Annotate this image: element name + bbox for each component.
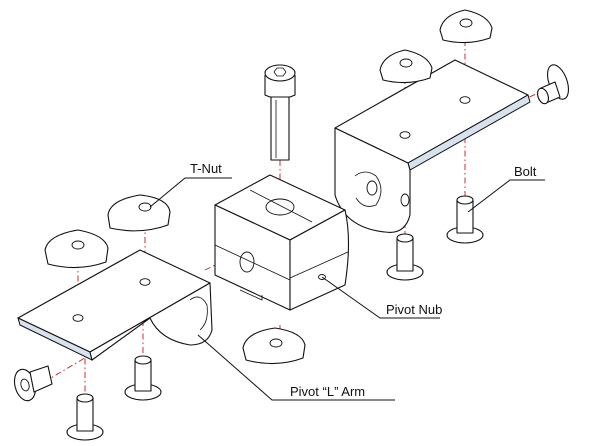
leader-lines: [149, 177, 545, 401]
bolt-left-horizontal: [13, 365, 53, 402]
t-nut-left-2: [44, 229, 109, 269]
label-pivot-nub: Pivot Nub: [386, 302, 442, 317]
t-nut-bottom: [242, 327, 306, 365]
t-nut-top-right-2: [439, 9, 493, 44]
cap-screw: [264, 64, 296, 161]
label-pivot-l-arm: Pivot “L” Arm: [290, 384, 365, 399]
label-bolt: Bolt: [514, 164, 537, 179]
bolt-bottom-left: [66, 393, 104, 441]
t-nut-top-right-1: [379, 49, 433, 84]
bolt-left-vertical: [124, 355, 162, 401]
bolt-right-horizontal: [537, 64, 570, 105]
label-t-nut: T-Nut: [190, 161, 222, 176]
t-nut-left-1: [107, 194, 171, 232]
pivot-nub: [214, 174, 350, 311]
pivot-l-arm-left: [17, 249, 213, 361]
bolt-right-vertical: [446, 195, 484, 244]
bolt-right-lower: [386, 233, 424, 281]
pivot-l-arm-right: [334, 59, 531, 233]
